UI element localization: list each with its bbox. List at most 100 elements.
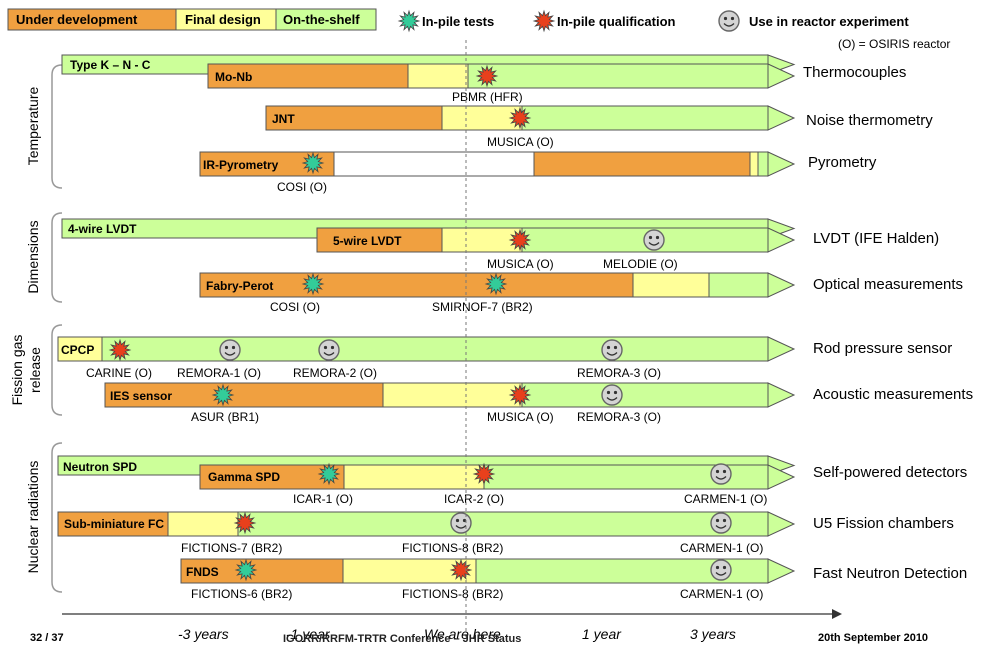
category-label: U5 Fission chambers	[813, 515, 954, 532]
legend-in-pile-qualification-star-icon	[532, 9, 556, 33]
bar-green	[708, 272, 769, 298]
row-fast-neutron-detection: FNDS FICTIONS-6 (BR2) FICTIONS-8 (BR2) C…	[180, 558, 967, 601]
bar-orange-2	[533, 151, 751, 177]
use-in-reactor-smiley-icon	[710, 463, 732, 485]
in-pile-tests-star-icon	[234, 558, 258, 582]
bar-yellow	[632, 272, 710, 298]
milestone-label-3: CARMEN-1 (O)	[684, 492, 767, 506]
dimensions-bracket	[51, 212, 63, 303]
bar-green	[101, 336, 769, 362]
milestone-label-2: MUSICA (O)	[487, 410, 554, 424]
bar-yellow	[382, 382, 523, 408]
in-pile-qualification-star-icon	[508, 383, 532, 407]
tech-label: JNT	[272, 112, 295, 126]
use-in-reactor-smiley-icon	[450, 512, 472, 534]
bar-green-2	[467, 63, 769, 89]
group-nuclear-label: Nuclear radiations	[25, 461, 41, 574]
milestone-label-2: REMORA-1 (O)	[177, 366, 261, 380]
use-in-reactor-smiley-icon-2	[710, 512, 732, 534]
use-in-reactor-smiley-icon-3	[601, 339, 623, 361]
use-in-reactor-smiley-icon	[219, 339, 241, 361]
category-label: LVDT (IFE Halden)	[813, 230, 939, 247]
row-acoustic-measurements: IES sensor ASUR (BR1) MUSICA (O) REMORA-…	[104, 382, 973, 424]
in-pile-tests-star-icon	[211, 383, 235, 407]
milestone-label-2: MELODIE (O)	[603, 257, 678, 271]
in-pile-tests-star-icon-2	[484, 272, 508, 296]
milestone-label-2: FICTIONS-8 (BR2)	[402, 541, 503, 555]
in-pile-qualification-star-icon	[508, 228, 532, 252]
use-in-reactor-smiley-icon	[643, 229, 665, 251]
bar-orange	[57, 511, 169, 537]
bar-green	[521, 105, 769, 131]
bar-yellow	[343, 464, 485, 490]
tick-plus-1-year: 1 year	[582, 626, 622, 642]
bar-green	[237, 511, 769, 537]
in-pile-tests-star-icon	[301, 272, 325, 296]
category-label: Optical measurements	[813, 276, 963, 293]
in-pile-tests-star-icon	[317, 462, 341, 486]
row-noise-thermometry: JNT MUSICA (O) Noise thermometry	[265, 105, 933, 149]
milestone-label: CARINE (O)	[86, 366, 152, 380]
legend-in-pile-tests-label: In-pile tests	[422, 14, 494, 29]
row-u5-fission-chambers: Sub-miniature FC FICTIONS-7 (BR2) FICTIO…	[57, 511, 954, 555]
legend-use-in-reactor-smiley-icon	[718, 10, 740, 32]
row-lvdt: 4-wire LVDT 5-wire LVDT MUSICA (O) MELOD…	[61, 218, 939, 271]
bar-yellow	[167, 511, 239, 537]
tech-label: IR-Pyrometry	[203, 158, 279, 172]
milestone-label: ICAR-1 (O)	[293, 492, 353, 506]
temperature-bracket	[51, 64, 63, 189]
tech-label: FNDS	[186, 565, 219, 579]
legend-on-the-shelf-swatch	[275, 8, 377, 31]
tech-label: Gamma SPD	[208, 470, 280, 484]
row-pyrometry: IR-Pyrometry COSI (O) Pyrometry	[199, 151, 877, 194]
tech-label: Sub-miniature FC	[64, 517, 164, 531]
left-label: 4-wire LVDT	[68, 222, 137, 236]
tech-label: IES sensor	[110, 389, 172, 403]
in-pile-qualification-star-icon	[449, 558, 473, 582]
tick-plus-3-years: 3 years	[690, 626, 736, 642]
footer-conference: IGORR/RRFM-TRTR Conference – JHR Status	[283, 633, 521, 645]
category-label: Rod pressure sensor	[813, 340, 952, 357]
category-label: Self-powered detectors	[813, 464, 967, 481]
bar-orange	[199, 272, 634, 298]
legend-on-the-shelf-label: On-the-shelf	[283, 12, 360, 27]
milestone-label: FICTIONS-7 (BR2)	[181, 541, 282, 555]
bar-arrowhead	[767, 336, 796, 362]
group-brackets	[51, 64, 63, 593]
tick-minus-3-years: -3 years	[178, 626, 229, 642]
tech-label: 5-wire LVDT	[333, 234, 402, 248]
row-thermocouples: Type K – N - C Mo-Nb PBMR (HFR) Thermoco…	[61, 54, 906, 104]
legend: Under development Final design On-the-sh…	[7, 8, 950, 51]
bar-orange	[104, 382, 384, 408]
milestone-label-2: ICAR-2 (O)	[444, 492, 504, 506]
in-pile-tests-star-icon	[301, 151, 325, 175]
group-fission-gas-label-line1: Fission gas	[9, 335, 25, 406]
legend-osiris-note: (O) = OSIRIS reactor	[838, 37, 950, 51]
bar-yellow	[749, 151, 759, 177]
bar-orange	[180, 558, 344, 584]
use-in-reactor-smiley-icon	[710, 559, 732, 581]
bar-arrowhead-2	[767, 464, 796, 490]
in-pile-qualification-star-icon	[472, 462, 496, 486]
category-label: Noise thermometry	[806, 112, 933, 129]
legend-in-pile-tests-star-icon	[397, 9, 421, 33]
in-pile-qualification-star-icon	[508, 106, 532, 130]
milestone-label: ASUR (BR1)	[191, 410, 259, 424]
bar-arrowhead	[767, 382, 796, 408]
milestone-label: FICTIONS-6 (BR2)	[191, 587, 292, 601]
milestone-label-2: FICTIONS-8 (BR2)	[402, 587, 503, 601]
fission-gas-bracket	[51, 324, 63, 416]
milestone-label-3: CARMEN-1 (O)	[680, 587, 763, 601]
milestone-label-3: REMORA-3 (O)	[577, 410, 661, 424]
tech-label: Fabry-Perot	[206, 279, 273, 293]
bar-arrowhead-2	[767, 227, 796, 253]
bar-arrowhead	[767, 105, 796, 131]
bar-yellow	[57, 336, 103, 362]
tick-we-are-here: We are here	[424, 626, 501, 642]
legend-in-pile-qualification-label: In-pile qualification	[557, 14, 676, 29]
use-in-reactor-smiley-icon-2	[318, 339, 340, 361]
nuclear-bracket	[51, 442, 63, 593]
left-label: Neutron SPD	[63, 460, 137, 474]
bar-orange	[316, 227, 443, 253]
tick-minus-1-year: -1 year	[286, 626, 331, 642]
